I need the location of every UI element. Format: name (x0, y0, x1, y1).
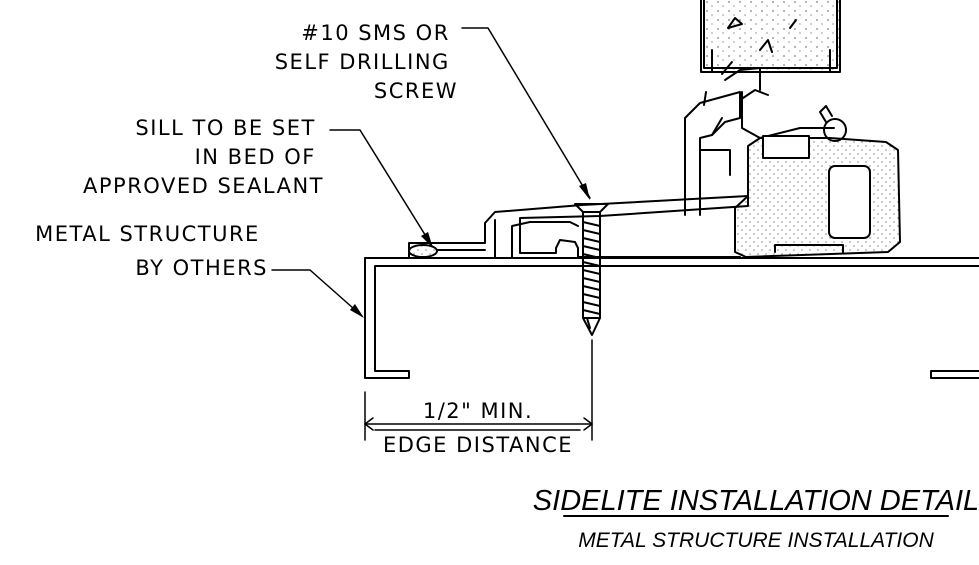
note-metal-line-1: METAL STRUCTURE (35, 222, 260, 246)
note-screw: #10 SMS OR SELF DRILLING SCREW (275, 21, 458, 103)
dimension-value: 1/2" MIN. (423, 399, 533, 423)
sill-leader (329, 129, 433, 247)
note-sill-line-2: IN BED OF (195, 145, 316, 169)
metal-structure-channel (364, 257, 979, 379)
sealant-bead (408, 244, 438, 258)
frame-slot (762, 135, 810, 159)
metal-leader (271, 269, 363, 317)
foam-frame-core (734, 137, 901, 258)
note-sill: SILL TO BE SET IN BED OF APPROVED SEALAN… (83, 116, 324, 198)
note-screw-line-3: SCREW (374, 79, 458, 103)
leader-arrowheads (350, 183, 590, 318)
note-metal-structure: METAL STRUCTURE BY OTHERS (35, 222, 268, 280)
frame-pocket (828, 165, 871, 239)
glazing-unit (700, 0, 841, 73)
leader-lines (271, 27, 591, 317)
screw-leader (461, 27, 591, 199)
note-screw-line-1: #10 SMS OR (301, 21, 450, 45)
screw (574, 203, 609, 336)
weatherstrip-bulb (823, 118, 847, 142)
frame-inner-line (774, 244, 844, 253)
weatherstrip-fin (819, 105, 833, 123)
note-sill-line-1: SILL TO BE SET (135, 116, 315, 140)
dimension-label: EDGE DISTANCE (383, 433, 573, 457)
drawing-subtitle: METAL STRUCTURE INSTALLATION (578, 529, 934, 552)
note-screw-line-2: SELF DRILLING (275, 50, 450, 74)
note-sill-line-3: APPROVED SEALANT (83, 174, 324, 198)
edge-distance-dimension (364, 339, 593, 441)
sill-extrusion (408, 195, 749, 258)
note-metal-line-2: BY OTHERS (135, 256, 268, 280)
drawing-title: SIDELITE INSTALLATION DETAIL (533, 485, 979, 517)
